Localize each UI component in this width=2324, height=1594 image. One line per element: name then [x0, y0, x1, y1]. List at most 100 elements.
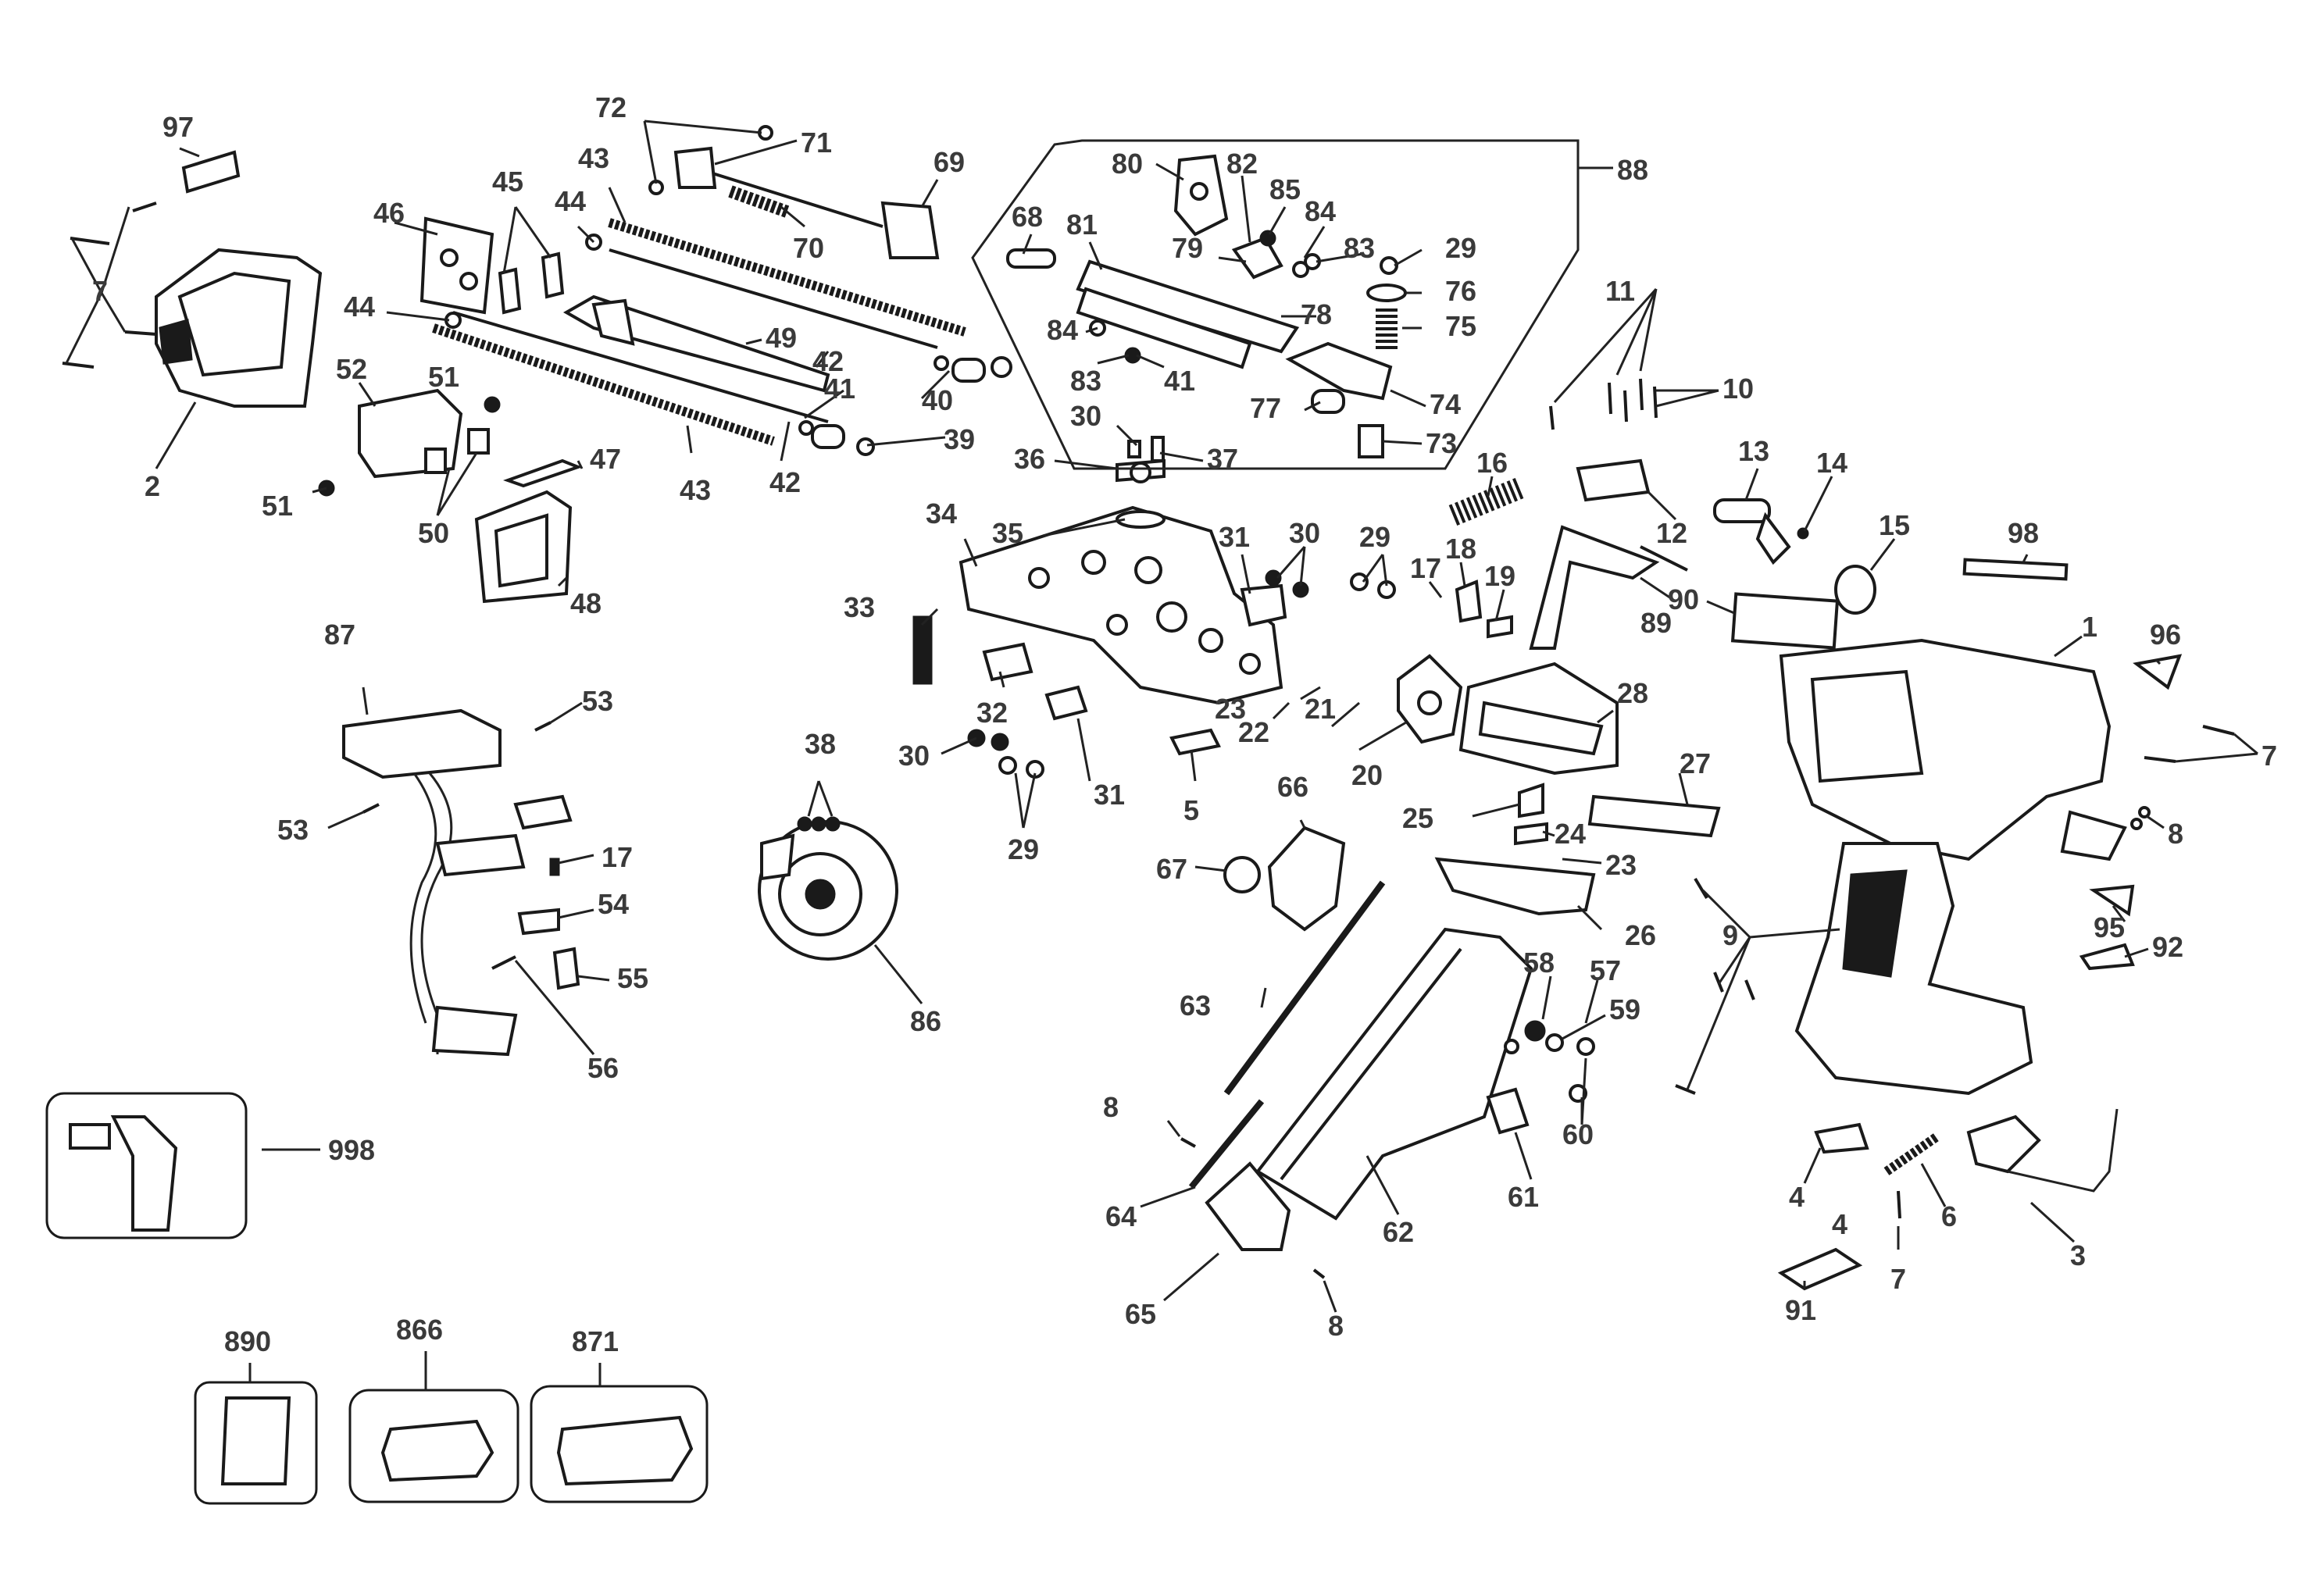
part-3-belt-hook [1966, 1108, 2119, 1193]
part-35-36-37 [1116, 436, 1166, 529]
part-67-wheel [1223, 856, 1261, 893]
callout-15: 15 [1879, 509, 1910, 541]
callout-998: 998 [328, 1134, 375, 1166]
callout-87: 87 [324, 619, 355, 651]
callout-64: 64 [1105, 1200, 1137, 1232]
callout-871: 871 [572, 1325, 619, 1357]
callout-79: 79 [1172, 232, 1203, 264]
part-26-housing [1434, 857, 1596, 916]
part-73-sleeve [1358, 424, 1384, 458]
part-24-25-clips [1514, 783, 1548, 846]
callout-60: 60 [1562, 1118, 1594, 1150]
callout-31-upper: 31 [1219, 521, 1250, 553]
part-46-plate [419, 216, 494, 315]
callout-8-mid: 8 [1103, 1091, 1119, 1123]
callout-76: 76 [1445, 275, 1476, 307]
part-65-end-cap [1205, 1161, 1291, 1251]
callout-36: 36 [1014, 443, 1045, 475]
callout-41: 41 [824, 373, 855, 405]
callout-43-lower: 43 [680, 474, 711, 506]
part-89-bracket [1529, 525, 1688, 650]
part-39-40-41-bushings [798, 355, 1012, 456]
part-13-shaft [1713, 498, 1791, 565]
callout-19: 19 [1484, 560, 1515, 592]
callout-63: 63 [1180, 990, 1211, 1022]
part-74-arm [1285, 341, 1393, 414]
callout-18: 18 [1445, 533, 1476, 565]
callout-866: 866 [396, 1314, 443, 1346]
part-8-screws-right [2130, 806, 2151, 830]
callout-92: 92 [2152, 931, 2183, 963]
callout-10: 10 [1722, 373, 1754, 405]
callout-44-right: 44 [555, 185, 586, 217]
part-97-label [181, 150, 241, 194]
callout-68: 68 [1012, 201, 1043, 233]
part-42-rod-upper [609, 248, 938, 349]
callout-58: 58 [1523, 947, 1555, 979]
part-90-label [1730, 592, 1840, 650]
callout-17-left: 17 [602, 841, 633, 873]
callout-52: 52 [336, 353, 367, 385]
part-42-rod-lower [452, 311, 829, 423]
callout-45: 45 [492, 166, 523, 198]
callout-30-left: 30 [898, 740, 930, 772]
callout-72: 72 [595, 91, 627, 123]
callout-96: 96 [2150, 619, 2181, 651]
part-7-screws-front [62, 201, 157, 369]
callout-51-upper: 51 [428, 361, 459, 393]
part-15-sleeve [1834, 565, 1876, 615]
callout-53-upper: 53 [582, 685, 613, 717]
callout-83-left: 83 [1070, 365, 1101, 397]
part-64-rail [1188, 1099, 1265, 1189]
part-62-magazine [1255, 927, 1533, 1221]
callout-98: 98 [2008, 517, 2039, 549]
callout-27: 27 [1680, 747, 1711, 779]
part-27-link [1587, 794, 1721, 838]
callout-23-right: 23 [1605, 849, 1637, 881]
callout-8-right: 8 [2168, 818, 2183, 850]
part-71-clutch [673, 146, 717, 189]
callout-20: 20 [1351, 759, 1383, 791]
callout-95: 95 [2094, 911, 2125, 943]
part-16-spring [1448, 478, 1524, 526]
part-871-charger-box [530, 1385, 709, 1503]
callout-34: 34 [926, 497, 957, 530]
callout-71: 71 [801, 127, 832, 159]
callout-42-lower: 42 [769, 466, 801, 498]
callout-57: 57 [1590, 954, 1621, 986]
callout-29-mid: 29 [1359, 521, 1390, 553]
callout-91: 91 [1785, 1294, 1816, 1326]
callout-62: 62 [1383, 1216, 1414, 1248]
callout-88: 88 [1617, 154, 1648, 186]
callout-2: 2 [145, 470, 160, 502]
part-7-screws-right [2144, 725, 2235, 763]
callout-43-upper: 43 [578, 142, 609, 174]
callout-84-top: 84 [1305, 195, 1336, 227]
callout-75: 75 [1445, 310, 1476, 342]
part-53-screws [362, 721, 552, 814]
part-6-spring [1883, 1132, 1940, 1175]
callout-51-lower: 51 [262, 490, 293, 522]
callout-69: 69 [934, 146, 965, 178]
part-63-rail [1223, 880, 1386, 1096]
callout-74: 74 [1430, 388, 1461, 420]
callout-33: 33 [844, 591, 875, 623]
callout-42-upper: 42 [812, 345, 844, 377]
part-50-clips [424, 428, 490, 474]
callout-83-top: 83 [1344, 232, 1375, 264]
part-86-motor [758, 820, 898, 961]
part-31-links [1044, 583, 1287, 721]
callout-7-front: 7 [92, 275, 108, 307]
callout-67: 67 [1156, 853, 1187, 885]
callout-53-lower: 53 [277, 814, 309, 846]
part-45-pads [498, 251, 565, 315]
callout-66: 66 [1277, 771, 1308, 803]
callout-23-left: 23 [1215, 693, 1246, 725]
callout-7-bottom: 7 [1890, 1263, 1906, 1295]
callout-29-bottom: 29 [1008, 833, 1039, 865]
part-87-switch-harness [342, 708, 573, 1057]
callout-11: 11 [1605, 275, 1635, 307]
callout-9: 9 [1722, 919, 1738, 951]
part-28-carrier [1458, 661, 1619, 776]
part-8-screws-mid [1180, 1137, 1326, 1279]
